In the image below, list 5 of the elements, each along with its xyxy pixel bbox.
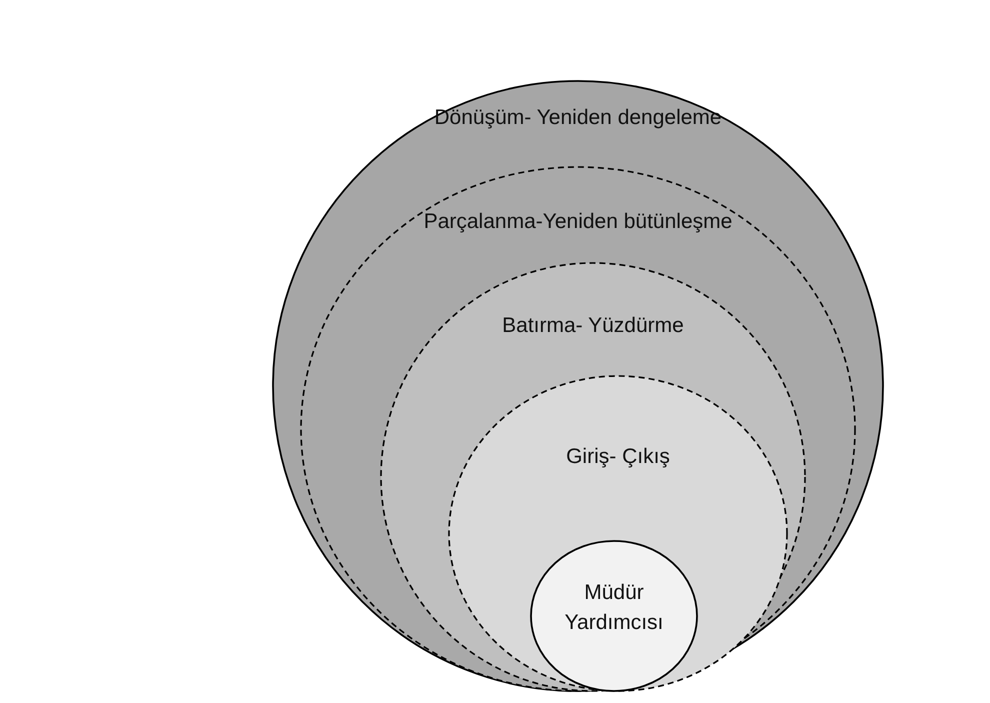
- circle-label: Batırma- Yüzdürme: [501, 314, 685, 338]
- circle-label: Parçalanma-Yeniden bütünleşme: [422, 210, 734, 234]
- circle-label: Müdür Yardımcısı: [564, 580, 664, 636]
- circle-label: Dönüşüm- Yeniden dengeleme: [433, 106, 723, 130]
- circle-label: Giriş- Çıkış: [565, 445, 671, 469]
